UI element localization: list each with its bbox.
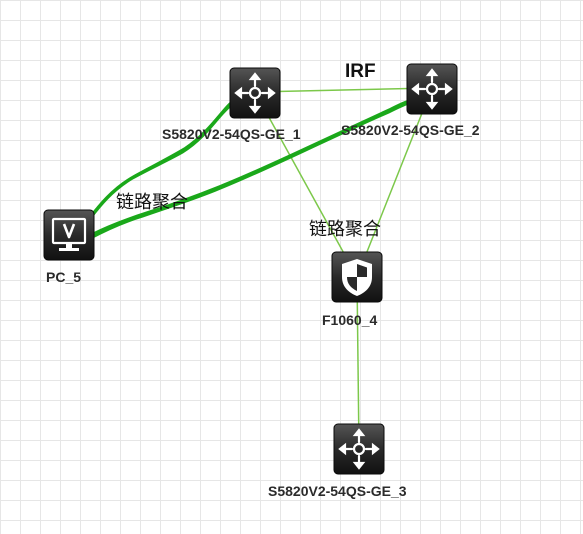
link-sw1-sw2[interactable]	[254, 87, 433, 93]
drawn-link-pc-sw1-b	[91, 92, 245, 215]
device-sw3[interactable]	[333, 423, 385, 475]
link-sw2-fw[interactable]	[356, 87, 433, 278]
switch-arrows-icon	[234, 72, 276, 114]
device-sw2[interactable]	[406, 63, 458, 115]
annotation-agg-left: 链路聚合	[116, 192, 188, 213]
monitor-icon	[51, 217, 87, 251]
device-sw1[interactable]	[229, 67, 281, 119]
device-pc[interactable]	[43, 209, 95, 261]
device-fw[interactable]	[331, 251, 383, 303]
drawn-strokes	[88, 90, 410, 240]
annotation-agg-right: 链路聚合	[309, 219, 381, 240]
drawn-link-pc-sw2[interactable]	[88, 101, 410, 240]
link-fw-sw3[interactable]	[356, 276, 360, 450]
shield-icon	[342, 259, 372, 296]
label-sw2: S5820V2-54QS-GE_2	[341, 122, 480, 138]
drawn-link-pc-sw2-b	[91, 100, 409, 235]
switch-icon	[229, 67, 281, 119]
label-sw1: S5820V2-54QS-GE_1	[162, 126, 301, 142]
label-sw3: S5820V2-54QS-GE_3	[268, 483, 407, 499]
links	[254, 87, 433, 450]
switch-arrows-icon	[411, 68, 453, 110]
label-pc: PC_5	[46, 269, 81, 285]
switch-icon	[406, 63, 458, 115]
label-fw: F1060_4	[322, 312, 377, 328]
link-sw1-fw[interactable]	[254, 91, 358, 278]
annotation-irf: IRF	[345, 61, 376, 82]
switch-icon	[333, 423, 385, 475]
switch-arrows-icon	[338, 428, 380, 470]
